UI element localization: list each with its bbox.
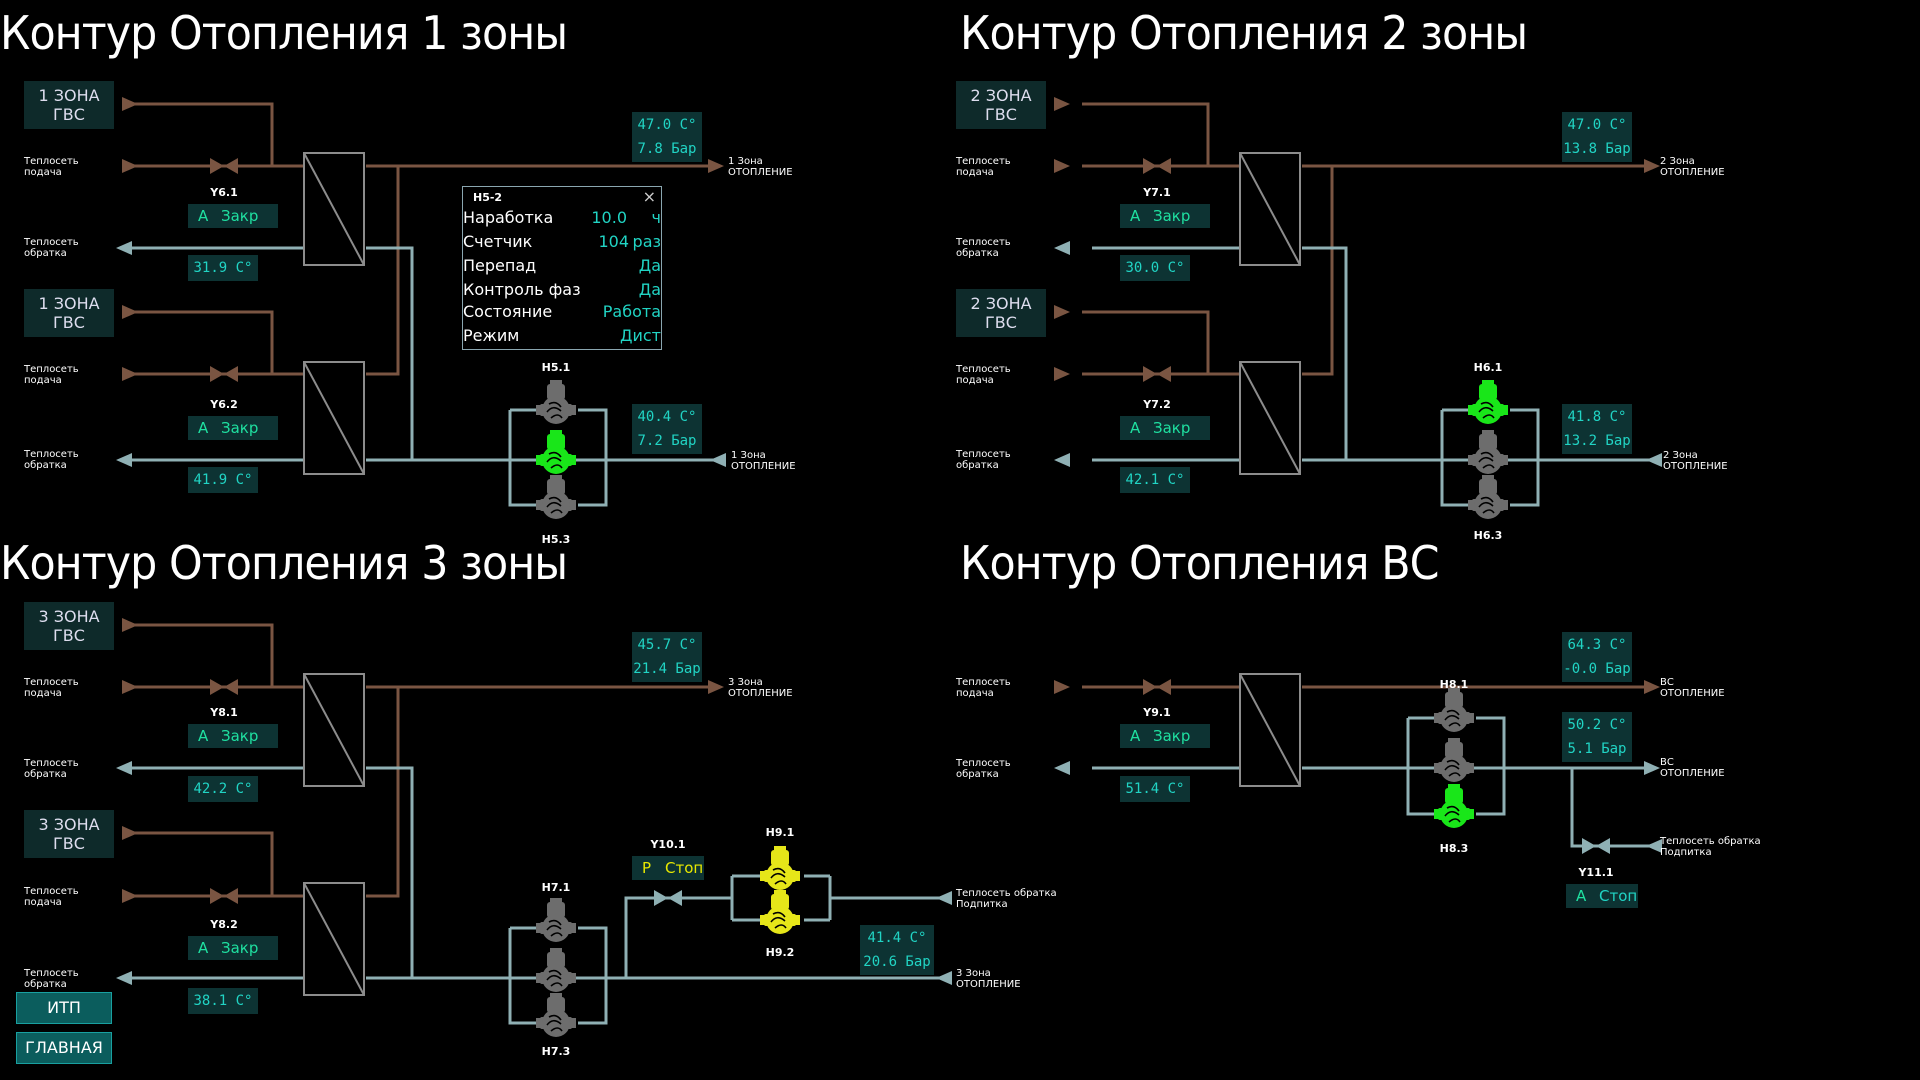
zone1-title: Контур Отопления 1 зоны <box>0 6 568 60</box>
zone2-piping <box>1054 97 1662 520</box>
pump-label-h8-1: Н8.1 <box>1439 678 1469 691</box>
valve-label-y6-1: Y6.1 <box>210 186 238 199</box>
zone1-return-temp-2: 41.9 С° <box>188 467 258 493</box>
pump-label-h9-1: Н9.1 <box>765 826 795 839</box>
close-icon[interactable]: × <box>642 187 656 206</box>
vs-piping <box>1054 673 1662 854</box>
zone2-return-temp-2: 42.1 С° <box>1120 467 1190 493</box>
vs-supply-reading: 64.3 С°-0.0 Бар <box>1562 632 1632 682</box>
zone3-return-reading: 41.4 С°20.6 Бар <box>860 925 934 975</box>
pump-label-h7-3: Н7.3 <box>541 1045 571 1058</box>
zone3-return-temp-1: 42.2 С° <box>188 776 258 802</box>
valve-label-y6-2: Y6.2 <box>210 398 238 411</box>
zone1-return-reading: 40.4 С°7.2 Бар <box>632 404 702 454</box>
pump-label-h8-3: Н8.3 <box>1439 842 1469 855</box>
pump-label-h5-3: Н5.3 <box>541 533 571 546</box>
valve-label-y7-2: Y7.2 <box>1143 398 1171 411</box>
zone2-supply-reading: 47.0 С°13.8 Бар <box>1562 112 1632 162</box>
zone2-return-temp-1: 30.0 С° <box>1120 255 1190 281</box>
valve-label-y11-1: Y11.1 <box>1578 866 1614 879</box>
pump-label-h6-3: Н6.3 <box>1473 529 1503 542</box>
popup-title: Н5-2 <box>473 191 503 204</box>
valve-label-y8-1: Y8.1 <box>210 706 238 719</box>
zone2-return-reading: 41.8 С°13.2 Бар <box>1562 404 1632 454</box>
itp-button[interactable]: ИТП <box>16 992 112 1024</box>
main-button[interactable]: ГЛАВНАЯ <box>16 1032 112 1064</box>
zone1-piping <box>116 97 726 520</box>
valve-label-y10-1: Y10.1 <box>650 838 686 851</box>
pump-label-h5-1: Н5.1 <box>541 361 571 374</box>
vs-title: Контур Отопления ВС <box>960 536 1440 590</box>
pump-label-h7-1: Н7.1 <box>541 881 571 894</box>
valve-label-y9-1: Y9.1 <box>1143 706 1171 719</box>
zone1-supply-reading: 47.0 С°7.8 Бар <box>632 112 702 162</box>
zone2-title: Контур Отопления 2 зоны <box>960 6 1528 60</box>
zone3-return-temp-2: 38.1 С° <box>188 988 258 1014</box>
valve-label-y8-2: Y8.2 <box>210 918 238 931</box>
valve-label-y7-1: Y7.1 <box>1143 186 1171 199</box>
zone3-piping <box>116 618 952 1038</box>
zone3-title: Контур Отопления 3 зоны <box>0 536 568 590</box>
vs-return-reading: 50.2 С°5.1 Бар <box>1562 712 1632 762</box>
pump-label-h6-1: Н6.1 <box>1473 361 1503 374</box>
zone3-supply-reading: 45.7 С°21.4 Бар <box>632 632 702 682</box>
zone1-return-temp-1: 31.9 С° <box>188 255 258 281</box>
pump-label-h9-2: Н9.2 <box>765 946 795 959</box>
vs-return-temp-1: 51.4 С° <box>1120 776 1190 802</box>
